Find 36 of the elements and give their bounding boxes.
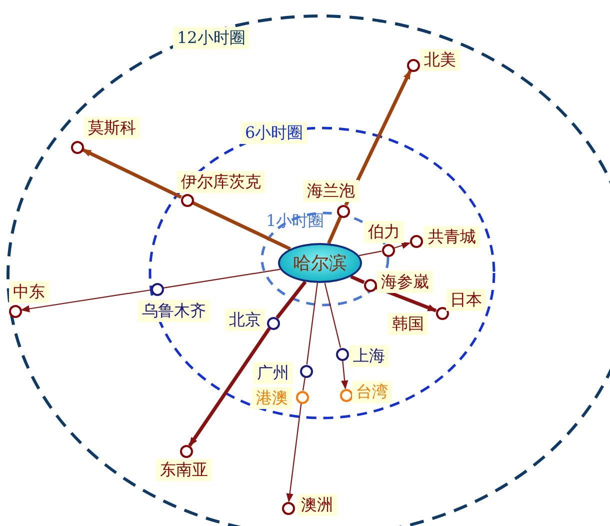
- arrow: [286, 403, 302, 502]
- place-label: 韩国: [388, 313, 428, 335]
- city-label: 港澳: [252, 387, 292, 409]
- connector-line: [302, 377, 306, 391]
- hub-ellipse: 哈尔滨: [278, 243, 362, 283]
- connector-line: [163, 268, 280, 289]
- connector-line: [324, 282, 341, 348]
- city-label: 澳洲: [297, 494, 337, 516]
- city-label: 北美: [420, 49, 460, 71]
- connector-line: [358, 250, 382, 256]
- city-label: 上海: [349, 345, 389, 367]
- connector-line: [306, 282, 318, 365]
- city-label: 共青城: [424, 226, 480, 248]
- arrow: [394, 242, 411, 249]
- city-label: 莫斯科: [84, 117, 140, 139]
- arrow: [20, 289, 151, 312]
- arrow: [82, 148, 182, 199]
- city-label: 北京: [225, 309, 265, 331]
- city-label: 乌鲁木齐: [138, 300, 210, 322]
- arrow: [188, 327, 271, 447]
- ring-label: 6小时圈: [241, 122, 308, 144]
- connector-line: [327, 216, 342, 244]
- arrow: [341, 360, 348, 390]
- ring-label: 12小时圈: [173, 27, 250, 49]
- arrow: [375, 286, 437, 312]
- connector-line: [350, 274, 365, 284]
- city-label: 伯力: [364, 221, 404, 243]
- connector-line: [276, 280, 307, 319]
- city-label: 广州: [253, 362, 293, 384]
- city-label: 东南亚: [156, 459, 212, 481]
- city-label: 中东: [9, 281, 49, 303]
- city-label: 海参崴: [377, 271, 433, 293]
- city-label: 台湾: [352, 381, 392, 403]
- city-label: 海兰泡: [303, 180, 359, 202]
- city-label: 日本: [446, 289, 486, 311]
- city-label: 伊尔库茨克: [177, 171, 265, 193]
